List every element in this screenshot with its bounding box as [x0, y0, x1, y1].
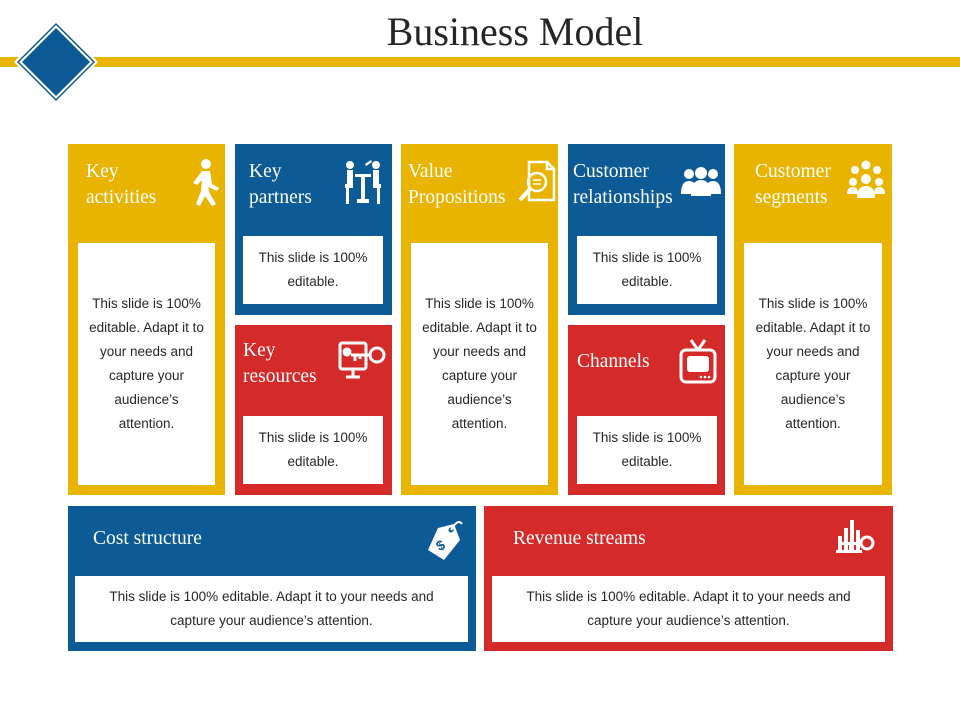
tile-heading: Cost structure	[93, 528, 202, 549]
diamond-logo	[12, 18, 100, 106]
key-monitor-icon	[337, 340, 387, 382]
tile-heading: Value Propositions	[408, 161, 506, 208]
tile-heading: Channels	[577, 351, 650, 372]
tile-value-propositions: Value Propositions This slide is 100% ed…	[401, 144, 558, 495]
tile-channels: Channels This slide is 100% editable.	[568, 325, 725, 495]
crowd-icon	[847, 160, 885, 200]
tile-body: This slide is 100% editable.	[577, 236, 717, 304]
tile-heading: Customer segments	[755, 161, 831, 208]
tile-customer-segments: Customer segments This slide is 100% edi…	[734, 144, 892, 495]
tile-body: This slide is 100% editable. Adapt it to…	[78, 243, 215, 485]
tile-revenue-streams: Revenue streams This slide is 100% edita…	[484, 506, 893, 651]
tile-customer-relationships: Customer relationships This slide is 100…	[568, 144, 725, 315]
tile-heading: Key partners	[249, 161, 312, 208]
document-magnifier-icon	[517, 160, 557, 204]
tile-body: This slide is 100% editable.	[243, 236, 383, 304]
tile-cost-structure: Cost structure $ This slide is 100% edit…	[68, 506, 476, 651]
tile-key-activities: Key activities This slide is 100% editab…	[68, 144, 225, 495]
tile-heading: Key resources	[243, 340, 317, 387]
group-people-icon	[680, 166, 722, 196]
tile-body: This slide is 100% editable. Adapt it to…	[411, 243, 548, 485]
page-title: Business Model	[386, 9, 644, 54]
price-tag-icon: $	[424, 516, 464, 562]
tile-body: This slide is 100% editable. Adapt it to…	[744, 243, 882, 485]
meeting-people-icon	[343, 158, 383, 206]
tile-body: This slide is 100% editable. Adapt it to…	[492, 576, 885, 642]
tile-key-resources: Key resources This slide is 100% editabl…	[235, 325, 392, 495]
tile-body: This slide is 100% editable.	[243, 416, 383, 484]
title-accent-bar	[0, 57, 960, 67]
tile-key-partners: Key partners This slide is 100% editable…	[235, 144, 392, 315]
tile-heading: Revenue streams	[513, 528, 646, 549]
tile-heading: Customer relationships	[573, 161, 673, 208]
tile-body: This slide is 100% editable.	[577, 416, 717, 484]
walking-person-icon	[186, 158, 222, 208]
tv-icon	[679, 338, 717, 386]
tile-heading: Key activities	[86, 161, 157, 208]
chart-key-icon	[834, 518, 876, 560]
tile-body: This slide is 100% editable. Adapt it to…	[75, 576, 468, 642]
